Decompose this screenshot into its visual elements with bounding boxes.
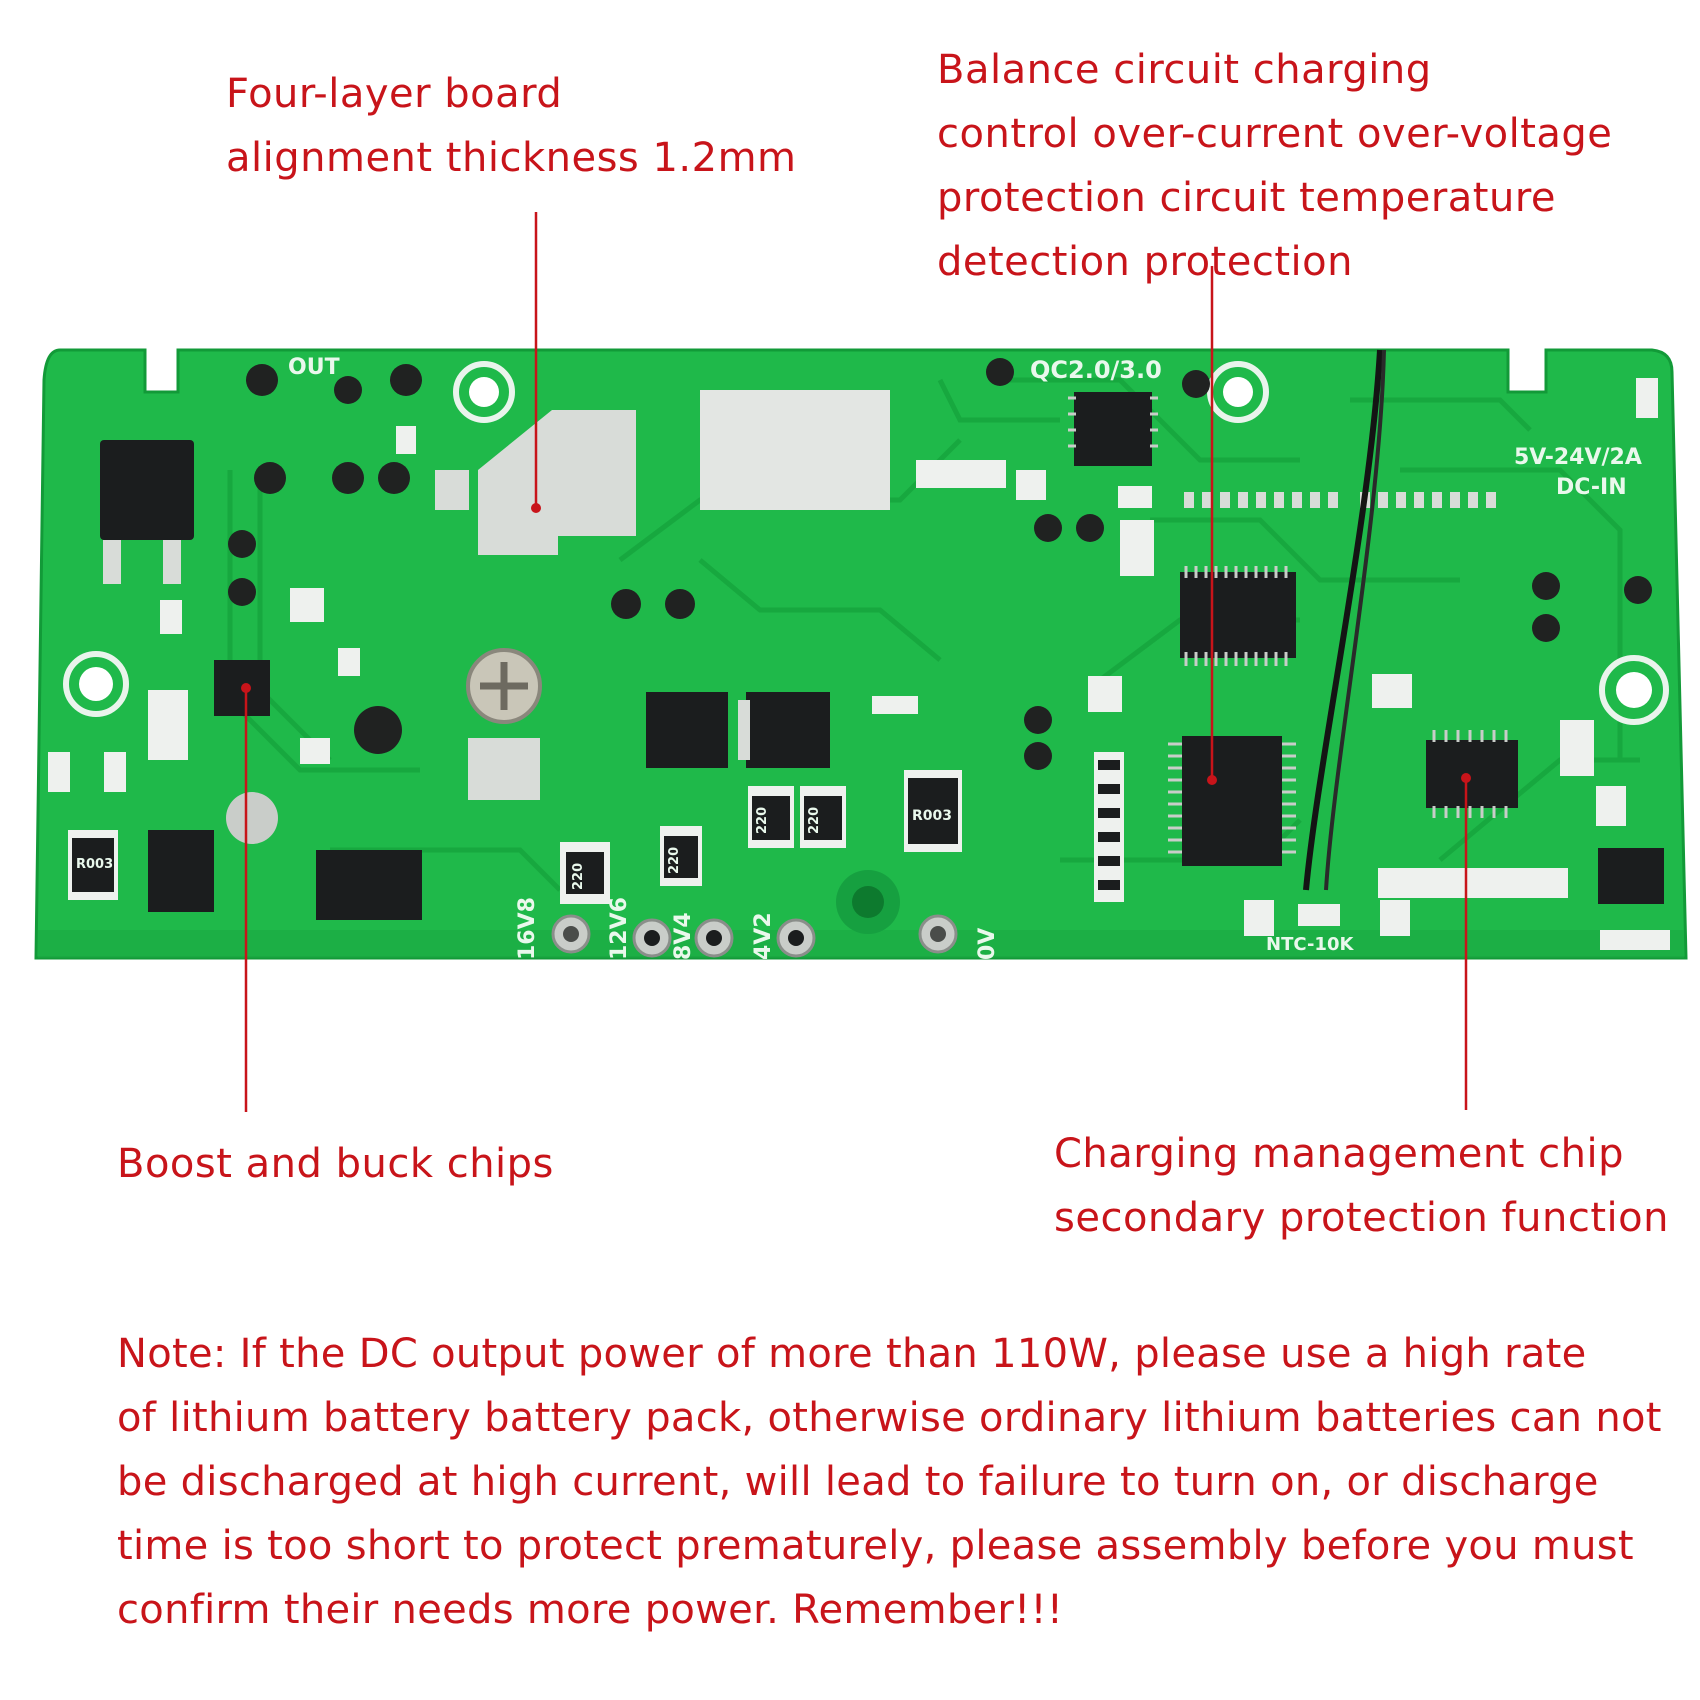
silk-ntc-label: NTC-10K xyxy=(1266,934,1354,955)
ntc-wire xyxy=(1324,349,1386,891)
silk-out-label: OUT xyxy=(288,355,340,380)
ntc-wire xyxy=(1303,349,1383,891)
callout-line: protection circuit temperature xyxy=(937,175,1557,221)
large-copper-pad xyxy=(700,390,890,510)
note-line: of lithium battery battery pack, otherwi… xyxy=(117,1395,1662,1441)
callout-line: Boost and buck chips xyxy=(117,1141,554,1187)
callout-line: Charging management chip xyxy=(1054,1131,1625,1177)
silk-resistor-code: 220 xyxy=(755,807,770,834)
callout-line: alignment thickness 1.2mm xyxy=(226,135,797,181)
silk-resistor-code: R003 xyxy=(912,808,952,824)
note-line: confirm their needs more power. Remember… xyxy=(117,1587,1064,1633)
large-copper-pad xyxy=(478,410,636,555)
copper-pad xyxy=(435,470,469,510)
silk-tap-label: 0V xyxy=(975,928,1000,960)
callout-line: detection protection xyxy=(937,239,1353,285)
ic-pins xyxy=(1068,396,1508,854)
board-edge-shade xyxy=(38,930,1684,958)
callout-line: secondary protection function xyxy=(1054,1195,1669,1241)
pointer-dots xyxy=(241,503,1471,785)
resistor-bank xyxy=(1094,752,1568,902)
pointer-lines xyxy=(244,212,1468,1112)
note-line: Note: If the DC output power of more tha… xyxy=(117,1331,1587,1377)
through-hole-pads xyxy=(226,358,1652,844)
silk-qc-label: QC2.0/3.0 xyxy=(1030,356,1162,384)
note-line: be discharged at high current, will lead… xyxy=(117,1459,1599,1505)
callout-line: control over-current over-voltage xyxy=(937,111,1613,157)
silk-dc-in-label: DC-IN xyxy=(1556,475,1627,500)
silk-resistor-code: 220 xyxy=(807,807,822,834)
callout-balance-circuit: Balance circuit charging control over-cu… xyxy=(937,38,1612,294)
silk-tap-label: 12V6 xyxy=(607,897,632,960)
silk-resistor-code: 220 xyxy=(571,863,586,890)
callout-line: Four-layer board xyxy=(226,71,563,117)
silk-voltage-label: 5V-24V/2A xyxy=(1514,445,1642,470)
resistor-bodies xyxy=(72,778,958,894)
battery-tap-pads xyxy=(551,914,958,958)
screw-slot xyxy=(480,662,528,710)
note-line: time is too short to protect prematurely… xyxy=(117,1523,1634,1569)
callout-charging-management: Charging management chip secondary prote… xyxy=(1054,1122,1669,1250)
silk-resistor-code: 220 xyxy=(667,847,682,874)
callout-four-layer-board: Four-layer board alignment thickness 1.2… xyxy=(226,62,797,190)
silk-tap-label: 8V4 xyxy=(671,912,696,960)
silk-tap-label: 4V2 xyxy=(751,912,776,960)
copper-pad xyxy=(468,738,540,800)
callout-line: Balance circuit charging xyxy=(937,47,1432,93)
mounting-holes xyxy=(63,361,1669,934)
callout-boost-buck: Boost and buck chips xyxy=(117,1132,554,1196)
silk-tap-label: 16V8 xyxy=(515,897,540,960)
power-note: Note: If the DC output power of more tha… xyxy=(117,1322,1662,1642)
pin-header-pads xyxy=(1184,492,1496,508)
silk-resistor-code: R003 xyxy=(76,857,113,872)
chips xyxy=(100,392,1664,920)
